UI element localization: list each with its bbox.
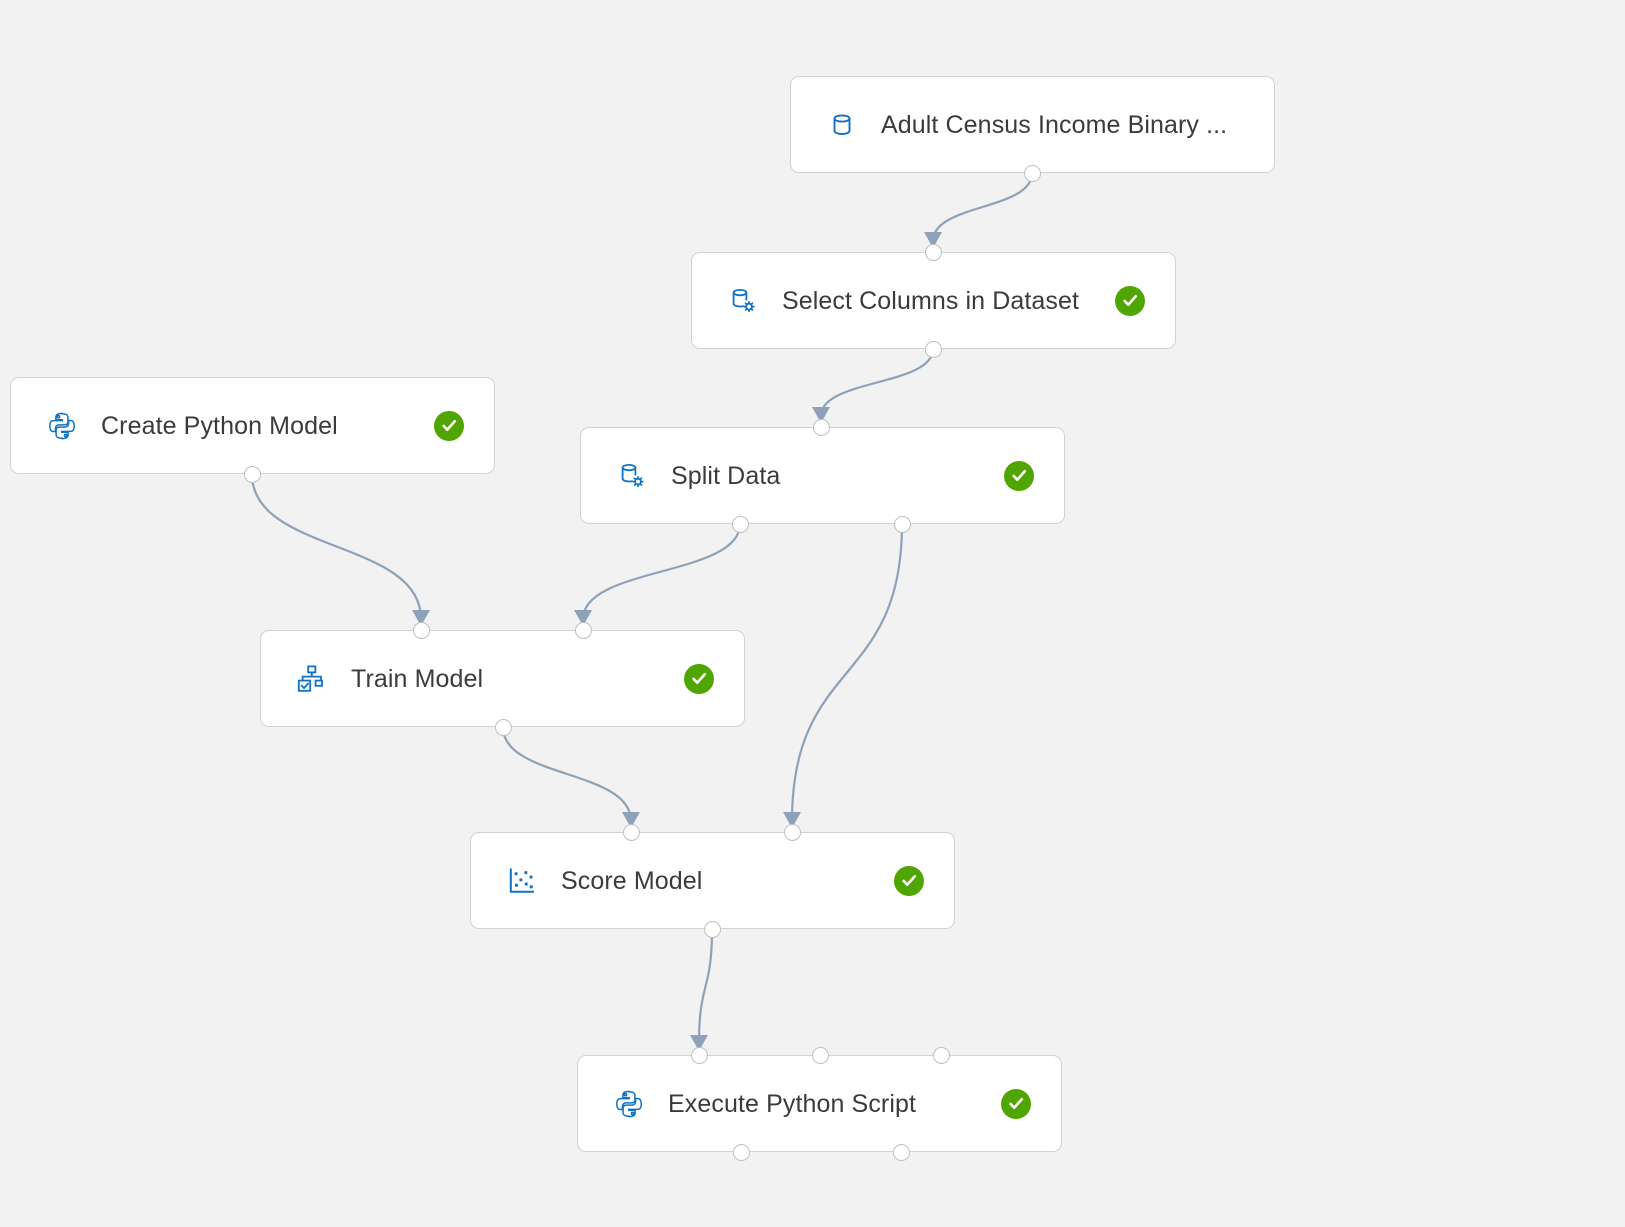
input-port[interactable]: [574, 621, 592, 639]
status-badge-success: [434, 410, 464, 441]
status-badge-success: [894, 865, 924, 896]
output-port[interactable]: [893, 515, 911, 533]
status-badge-success: [684, 663, 714, 694]
output-port[interactable]: [1023, 164, 1041, 182]
input-port[interactable]: [812, 418, 830, 436]
node-select-columns-in-dataset[interactable]: Select Columns in Dataset: [691, 252, 1176, 349]
output-port[interactable]: [494, 718, 512, 736]
output-port[interactable]: [731, 515, 749, 533]
edge-split-to-train: [581, 522, 742, 621]
output-port[interactable]: [703, 920, 721, 938]
node-title: Train Model: [351, 664, 484, 693]
python-icon: [612, 1087, 646, 1121]
status-badge-success: [1115, 285, 1145, 316]
status-badge-success: [1004, 460, 1034, 491]
input-port[interactable]: [622, 823, 640, 841]
input-port[interactable]: [924, 243, 942, 261]
node-train-model[interactable]: Train Model: [260, 630, 745, 727]
status-badge-success: [1001, 1088, 1031, 1119]
train-model-icon: [295, 662, 329, 696]
input-port[interactable]: [932, 1046, 950, 1064]
output-port[interactable]: [924, 340, 942, 358]
input-port[interactable]: [690, 1046, 708, 1064]
edge-train-to-score: [501, 725, 633, 823]
edge-score-to-execpy: [697, 927, 714, 1046]
node-title: Create Python Model: [101, 411, 338, 440]
output-port[interactable]: [732, 1143, 750, 1161]
node-title: Adult Census Income Binary ...: [881, 110, 1228, 139]
database-gear-icon: [726, 284, 760, 318]
node-adult-census-income-binary[interactable]: Adult Census Income Binary ...: [790, 76, 1275, 173]
edge-select-to-split: [819, 347, 935, 418]
input-port[interactable]: [811, 1046, 829, 1064]
node-execute-python-script[interactable]: Execute Python Script: [577, 1055, 1062, 1152]
node-create-python-model[interactable]: Create Python Model: [10, 377, 495, 474]
database-icon: [825, 108, 859, 142]
edge-split-to-score: [790, 522, 904, 823]
output-port[interactable]: [243, 465, 261, 483]
node-split-data[interactable]: Split Data: [580, 427, 1065, 524]
node-title: Split Data: [671, 461, 781, 490]
node-title: Execute Python Script: [668, 1089, 917, 1118]
database-gear-icon: [615, 459, 649, 493]
node-score-model[interactable]: Score Model: [470, 832, 955, 929]
node-title: Score Model: [561, 866, 703, 895]
edge-census-to-select: [931, 171, 1034, 243]
node-title: Select Columns in Dataset: [782, 286, 1080, 315]
input-port[interactable]: [783, 823, 801, 841]
input-port[interactable]: [412, 621, 430, 639]
python-icon: [45, 409, 79, 443]
output-port[interactable]: [892, 1143, 910, 1161]
scatter-plot-icon: [505, 864, 539, 898]
edge-createpy-to-train: [250, 472, 423, 621]
